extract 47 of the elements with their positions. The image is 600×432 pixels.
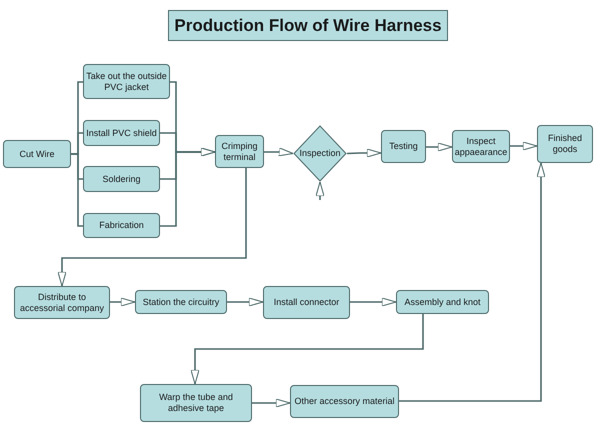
decision-diamond [293, 125, 347, 182]
node-label: Fabrication [99, 220, 144, 231]
process-box [537, 125, 593, 163]
connector-line [71, 153, 83, 227]
arrow [190, 314, 424, 384]
arrow [252, 398, 290, 408]
node-label: Testing [389, 141, 418, 152]
arrow [426, 142, 452, 152]
node-label: Warp the tube and adhesive tape [158, 392, 234, 414]
process-box [14, 286, 110, 319]
process-box [396, 290, 489, 314]
node-label: Other accessory material [294, 396, 395, 407]
process-box [381, 130, 426, 163]
node-label: Crimping terminal [220, 140, 258, 162]
process-box [83, 166, 160, 192]
process-box [263, 286, 350, 319]
node-label: Assembly and knot [404, 296, 481, 308]
node-label: Take out the outside PVC jacket [86, 70, 167, 92]
arrow [264, 147, 294, 156]
process-box [83, 120, 160, 146]
process-box [135, 290, 227, 314]
node-label: Install connector [274, 297, 340, 308]
process-box [3, 140, 71, 168]
node-label: Station the circuitry [142, 296, 220, 308]
arrow [399, 162, 546, 402]
node-label: Distribute to accessorial company [18, 292, 106, 314]
arrow [227, 298, 264, 306]
process-box [83, 213, 160, 238]
arrow [510, 142, 538, 150]
process-box [140, 384, 252, 422]
process-box [452, 130, 510, 163]
arrow [350, 298, 396, 306]
node-label: Inspect appaearance [454, 136, 508, 158]
process-box [290, 385, 399, 418]
arrow [58, 168, 247, 286]
arrow [316, 182, 324, 200]
arrow [110, 298, 136, 306]
title: Production Flow of Wire Harness [168, 10, 448, 41]
node-label: Install PVC shield [86, 128, 157, 138]
arrow [346, 148, 382, 158]
arrow [160, 148, 216, 227]
node-label: Cut Wire [19, 148, 54, 160]
node-label: Finished goods [546, 133, 584, 155]
node-label: Inspection [299, 148, 341, 159]
node-label: Soldering [102, 174, 141, 184]
process-box [83, 64, 170, 99]
process-box [215, 135, 264, 168]
